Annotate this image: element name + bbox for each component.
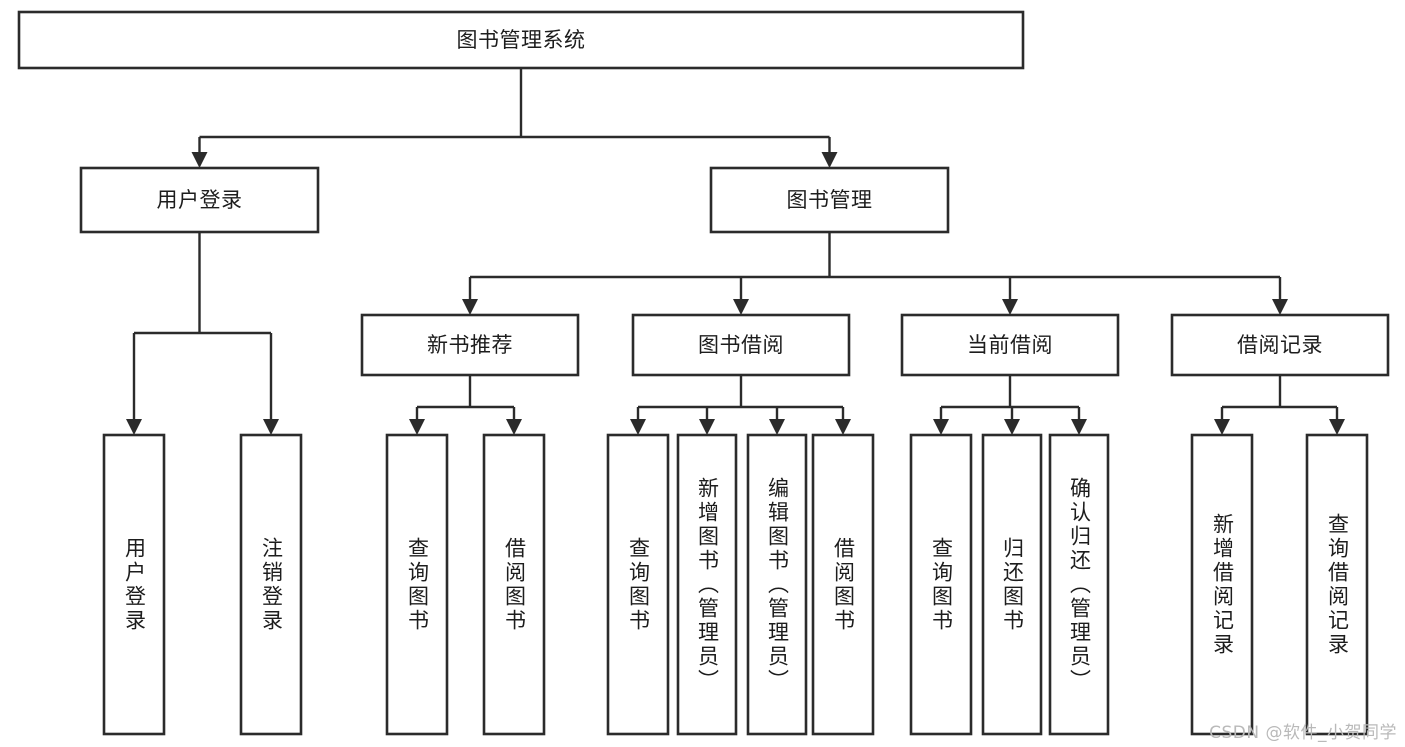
arrow-head-icon (506, 419, 522, 435)
node-box-leaf-borrow-book[interactable] (811, 433, 875, 736)
arrow-head-icon (462, 299, 478, 315)
arrow-head-icon (1329, 419, 1345, 435)
node-new-book-rec[interactable]: 新书推荐 (360, 313, 580, 377)
node-leaf-add-book-admin[interactable] (676, 433, 738, 736)
arrow-head-icon (933, 419, 949, 435)
node-box-leaf-edit-book-admin[interactable] (746, 433, 808, 736)
arrow-head-icon (821, 152, 838, 168)
node-label-new-book-rec: 新书推荐 (427, 333, 513, 357)
watermark-text: CSDN @软件_小贺同学 (1209, 723, 1397, 743)
node-borrow-record[interactable]: 借阅记录 (1170, 313, 1390, 377)
node-label-user-login: 用户登录 (157, 188, 243, 212)
node-label-borrow-record: 借阅记录 (1237, 333, 1323, 357)
arrow-head-icon (1214, 419, 1230, 435)
edge-layer (126, 68, 1345, 435)
node-box-leaf-query-borrow-record[interactable] (1305, 433, 1369, 736)
arrow-head-icon (126, 419, 142, 435)
arrow-head-icon (733, 299, 749, 315)
node-box-leaf-query-book-borrow[interactable] (606, 433, 670, 736)
node-leaf-confirm-return-admin[interactable] (1048, 433, 1110, 736)
node-box-leaf-confirm-return-admin[interactable] (1048, 433, 1110, 736)
node-box-user-login[interactable] (79, 166, 320, 234)
arrow-head-icon (409, 419, 425, 435)
arrow-head-icon (191, 152, 208, 168)
node-current-borrow[interactable]: 当前借阅 (900, 313, 1120, 377)
node-leaf-query-book-borrow[interactable] (606, 433, 670, 736)
node-book-manage[interactable]: 图书管理 (709, 166, 950, 234)
node-box-leaf-query-book-rec[interactable] (385, 433, 449, 736)
node-leaf-return-book[interactable] (981, 433, 1043, 736)
node-leaf-query-book-rec[interactable] (385, 433, 449, 736)
node-box-leaf-add-book-admin[interactable] (676, 433, 738, 736)
arrow-head-icon (1004, 419, 1020, 435)
node-leaf-borrow-book-rec[interactable] (482, 433, 546, 736)
node-leaf-borrow-book[interactable] (811, 433, 875, 736)
node-box-leaf-borrow-book-rec[interactable] (482, 433, 546, 736)
node-box-book-manage[interactable] (709, 166, 950, 234)
node-leaf-user-login[interactable] (102, 433, 166, 736)
node-leaf-query-book-current[interactable] (909, 433, 973, 736)
node-leaf-query-borrow-record[interactable] (1305, 433, 1369, 736)
node-user-login[interactable]: 用户登录 (79, 166, 320, 234)
arrow-head-icon (699, 419, 715, 435)
node-box-current-borrow[interactable] (900, 313, 1120, 377)
arrow-head-icon (630, 419, 646, 435)
node-box-leaf-query-book-current[interactable] (909, 433, 973, 736)
arrow-head-icon (1272, 299, 1288, 315)
arrow-head-icon (263, 419, 279, 435)
node-box-leaf-add-borrow-record[interactable] (1190, 433, 1254, 736)
node-label-book-manage: 图书管理 (787, 188, 873, 212)
node-label-root: 图书管理系统 (457, 28, 586, 52)
node-label-current-borrow: 当前借阅 (967, 333, 1053, 357)
node-box-leaf-logout[interactable] (239, 433, 303, 736)
node-leaf-edit-book-admin[interactable] (746, 433, 808, 736)
node-box-root[interactable] (17, 10, 1025, 70)
arrow-head-icon (769, 419, 785, 435)
arrow-head-icon (1071, 419, 1087, 435)
node-box-new-book-rec[interactable] (360, 313, 580, 377)
node-box-leaf-return-book[interactable] (981, 433, 1043, 736)
node-box-book-borrow[interactable] (631, 313, 851, 377)
node-box-leaf-user-login[interactable] (102, 433, 166, 736)
node-root[interactable]: 图书管理系统 (17, 10, 1025, 70)
arrow-head-icon (1002, 299, 1018, 315)
node-label-book-borrow: 图书借阅 (698, 333, 784, 357)
arrow-head-icon (835, 419, 851, 435)
node-book-borrow[interactable]: 图书借阅 (631, 313, 851, 377)
node-leaf-add-borrow-record[interactable] (1190, 433, 1254, 736)
node-leaf-logout[interactable] (239, 433, 303, 736)
node-box-borrow-record[interactable] (1170, 313, 1390, 377)
